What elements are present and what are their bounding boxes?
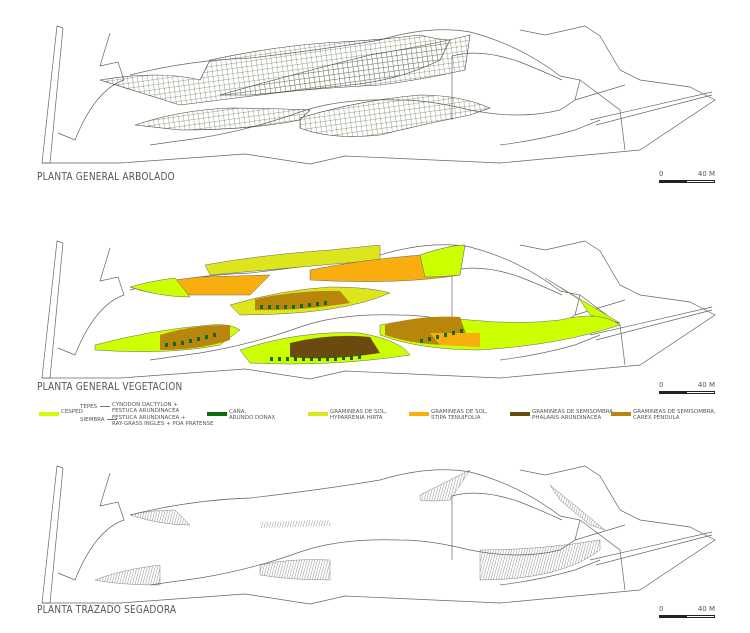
zone-hyparrenia xyxy=(204,244,381,276)
scale-end: 40 M xyxy=(697,605,715,613)
legend-label: GRAMINEAS DE SOL,HYPARRENIA HIRTA xyxy=(330,409,387,421)
legend-label: GRAMINEAS DE SEMISOMBRA,CAREX PENDULA xyxy=(633,409,716,421)
legend-label: CESPED xyxy=(61,409,83,415)
plan-segadora xyxy=(41,465,716,605)
species-line: FESTUCA ARUNDINACEA xyxy=(112,408,180,414)
plan-arbolado xyxy=(41,25,716,165)
panel-title: PLANTA GENERAL VEGETACION xyxy=(37,382,183,394)
legend-swatch xyxy=(409,412,429,416)
legend-swatch xyxy=(611,412,631,416)
scale-zero: 0 xyxy=(659,605,664,613)
zone-stipa xyxy=(430,333,480,347)
legend-tepes-species: CYNODON DACTYLON + FESTUCA ARUNDINACEA xyxy=(112,402,179,414)
mowing-pattern xyxy=(479,539,601,581)
legend-label: GRAMINEAS DE SOL,STIPA TENUIFOLIA xyxy=(431,409,488,421)
zone-cesped xyxy=(544,277,621,324)
legend-swatch xyxy=(39,412,59,416)
legend: CESPED TEPES CYNODON DACTYLON + FESTUCA … xyxy=(0,400,750,430)
species-line: CYNODON DACTYLON + xyxy=(112,402,179,408)
scale-bar: 0 40 M xyxy=(657,605,715,621)
scale-bar: 0 40 M xyxy=(657,170,715,186)
legend-label: GRAMINEAS DE SEMISOMBRA,PHALARIS ARUNDIN… xyxy=(532,409,615,421)
zone-cesped xyxy=(419,244,466,278)
plan-vegetacion xyxy=(41,240,716,380)
mowing-pattern xyxy=(260,520,330,528)
panel-title: PLANTA GENERAL ARBOLADO xyxy=(37,172,175,184)
mowing-pattern xyxy=(129,509,191,526)
tepes-label: TEPES xyxy=(80,404,98,410)
mowing-pattern xyxy=(419,469,471,502)
legend-siembra: SIEMBRA xyxy=(80,417,120,423)
panel-arbolado: PLANTA GENERAL ARBOLADO 0 40 M xyxy=(0,0,750,200)
panel-vegetacion: PLANTA GENERAL VEGETACION 0 40 M xyxy=(0,215,750,435)
tree-grid-northeast xyxy=(219,34,471,96)
scale-bar: 0 40 M xyxy=(657,381,715,397)
zone-carex xyxy=(160,325,230,350)
scale-zero: 0 xyxy=(659,381,664,389)
cane-plantings xyxy=(165,301,463,361)
legend-swatch xyxy=(207,412,227,416)
panel-title: PLANTA TRAZADO SEGADORA xyxy=(37,605,177,617)
zone-phalaris xyxy=(290,335,380,359)
mowing-pattern xyxy=(94,564,161,586)
tree-grid-west xyxy=(134,107,311,131)
scale-end: 40 M xyxy=(697,170,715,178)
scale-end: 40 M xyxy=(697,381,715,389)
scale-bar-graphic xyxy=(659,180,715,183)
siembra-label: SIEMBRA xyxy=(80,417,105,423)
legend-swatch xyxy=(308,412,328,416)
zone-cesped xyxy=(129,277,191,298)
legend-siembra-species: FESTUCA ARUNDINACEA + RAY-GRASS INGLES +… xyxy=(112,415,214,427)
legend-swatch xyxy=(510,412,530,416)
panel-segadora: PLANTA TRAZADO SEGADORA 0 40 M xyxy=(0,440,750,633)
scale-zero: 0 xyxy=(659,170,664,178)
tree-grid-north xyxy=(99,34,451,106)
legend-tepes: TEPES xyxy=(80,404,113,410)
scale-bar-graphic xyxy=(659,615,715,618)
species-line: FESTUCA ARUNDINACEA + xyxy=(112,415,186,421)
species-line: RAY-GRASS INGLES + POA PRATENSE xyxy=(112,421,214,427)
mowing-pattern xyxy=(259,559,331,581)
scale-bar-graphic xyxy=(659,391,715,394)
legend-label: CAÑA,ARUNDO DONAX xyxy=(229,409,276,421)
mowing-pattern xyxy=(549,484,606,531)
tree-grid-south xyxy=(299,94,491,137)
